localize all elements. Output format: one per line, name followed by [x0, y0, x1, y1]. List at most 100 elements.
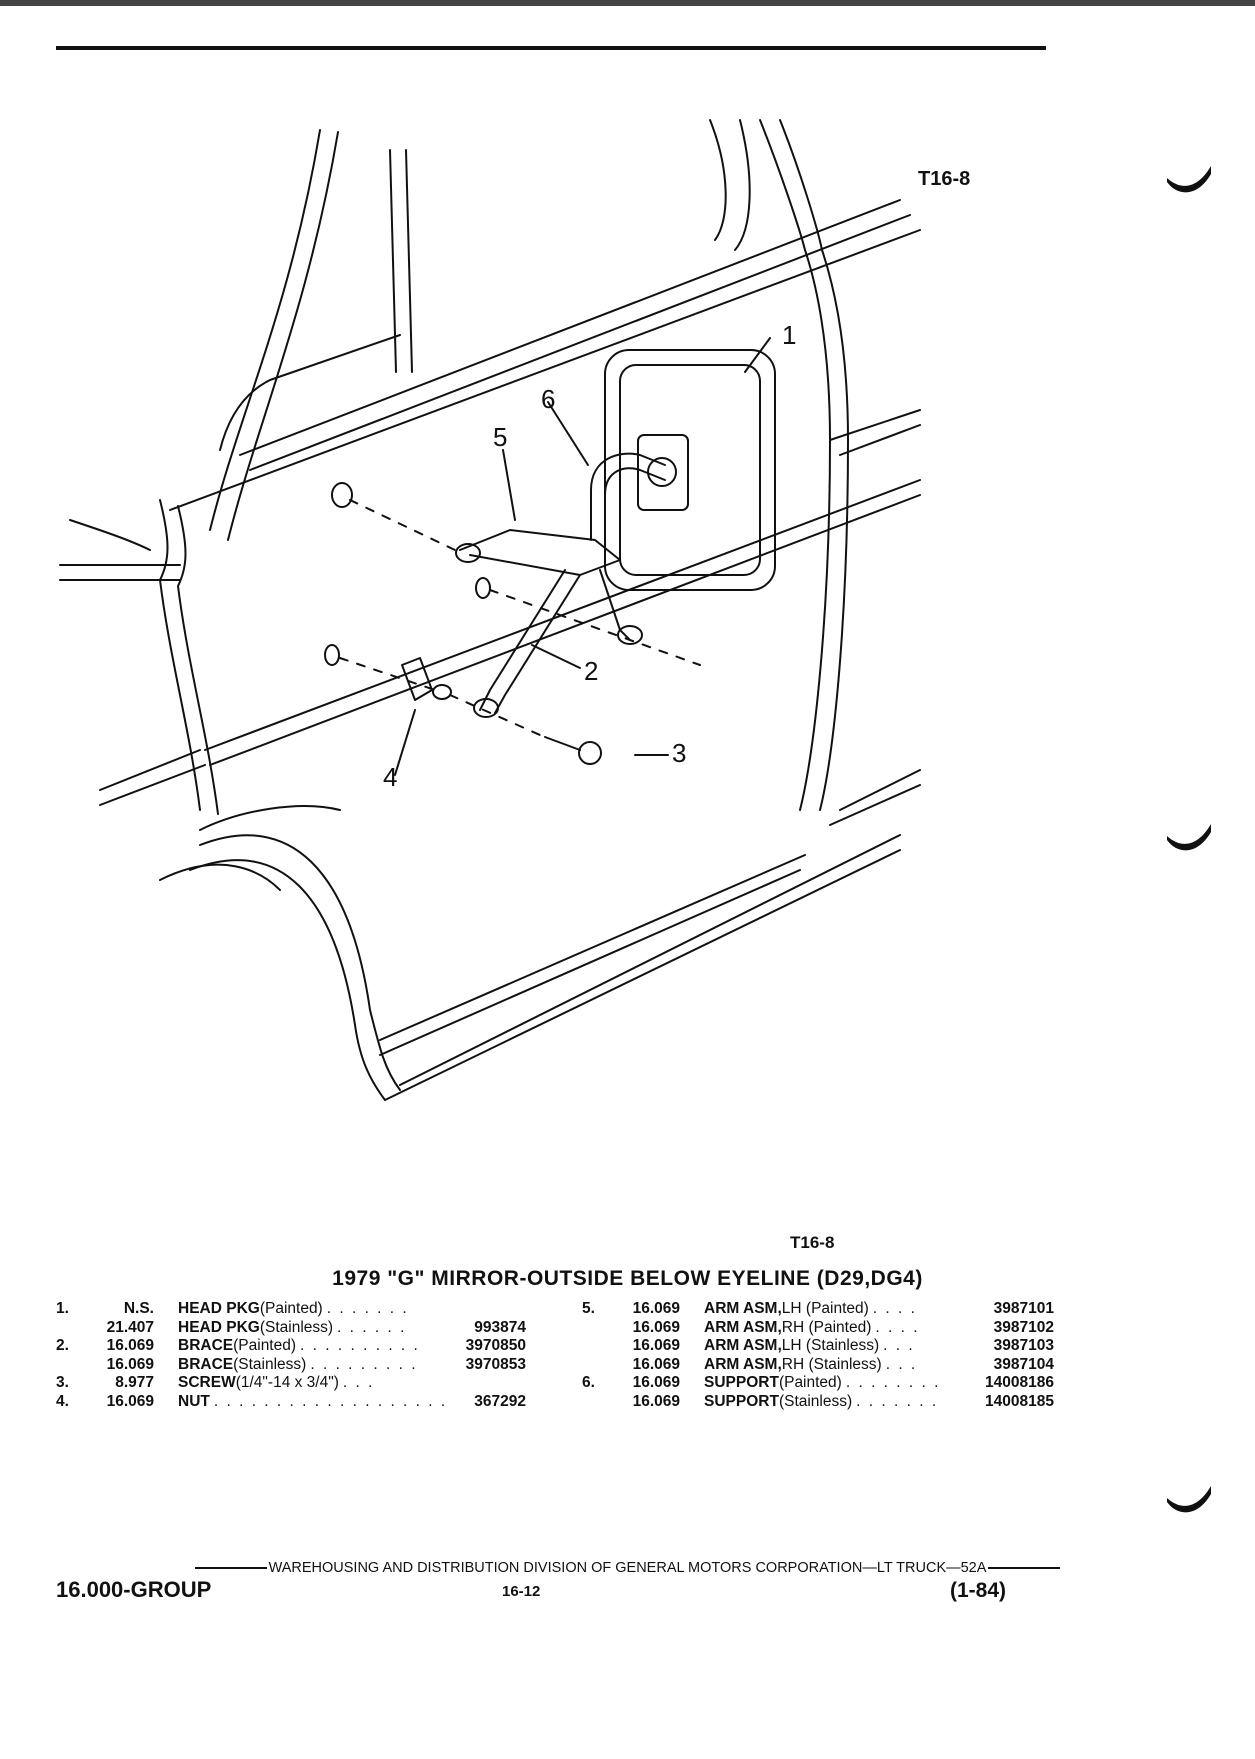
part-ref-number: 3. — [56, 1374, 69, 1392]
leader-dots: . . . . — [875, 1318, 920, 1336]
callout-2: 2 — [584, 656, 599, 686]
part-name: HEAD PKG — [178, 1318, 260, 1336]
window-frame-line — [405, 149, 413, 373]
part-ref-number: 5. — [582, 1300, 595, 1317]
rocker-line — [379, 854, 806, 1041]
part-name: BRACE — [178, 1355, 234, 1373]
part-ref-number: 2. — [56, 1337, 69, 1355]
rocker-line — [384, 849, 901, 1101]
part-group-number: 16.069 — [632, 1300, 680, 1317]
window-frame-line — [709, 119, 727, 241]
part-description: (Painted) — [233, 1337, 297, 1355]
part-group-number: 16.069 — [632, 1374, 680, 1392]
wheel-opening — [199, 834, 401, 1091]
part-name: SCREW — [178, 1374, 236, 1392]
mirror-mount-plate — [637, 434, 689, 511]
figure-id-bottom: T16-8 — [790, 1233, 835, 1252]
wheel-opening — [159, 863, 281, 891]
window-frame-line — [734, 119, 751, 251]
part-name: NUT — [178, 1392, 210, 1410]
door-front-edge — [177, 505, 219, 815]
callout-4: 4 — [383, 762, 398, 792]
belt-line — [239, 199, 901, 456]
lower-body-line — [99, 764, 206, 806]
part-number: 993874 — [474, 1318, 526, 1336]
part-group-number: 8.977 — [115, 1374, 154, 1392]
arm-assembly — [599, 569, 631, 641]
exploded-view-diagram — [59, 119, 921, 1101]
part-ref-number: 4. — [56, 1392, 69, 1410]
body-side-line — [209, 494, 921, 766]
group-number: 16.000-GROUP — [56, 1577, 212, 1602]
door-front-edge — [159, 499, 201, 811]
leader-dots: . . . . . . . . . . — [300, 1337, 420, 1355]
leader-dots: . . . . . . — [337, 1318, 407, 1336]
lower-body-line — [839, 769, 921, 811]
revision-date: (1-84) — [950, 1579, 1007, 1602]
part-number: 3970853 — [465, 1355, 526, 1373]
part-group-number: 21.407 — [106, 1318, 154, 1336]
arm-assembly — [459, 529, 621, 576]
window-lower-frame — [219, 334, 401, 451]
part-description: (Stainless) — [233, 1355, 307, 1373]
door-rear-edge — [759, 119, 831, 811]
part-number — [448, 1374, 526, 1393]
part-description: (Painted) — [778, 1374, 842, 1392]
part-ref-number — [56, 1319, 84, 1338]
header-rule — [56, 46, 1046, 50]
lower-body-line — [199, 805, 341, 831]
nut-part — [401, 657, 433, 701]
rocker-line — [399, 834, 901, 1086]
binder-mark — [1167, 1486, 1211, 1513]
part-ref-number — [582, 1319, 610, 1338]
leader-dots: . . . . . . . — [326, 1300, 409, 1317]
lower-body-line — [99, 749, 201, 791]
mirror-head — [604, 349, 776, 591]
part-number: 14008185 — [985, 1392, 1054, 1410]
part-group-number: 16.069 — [106, 1337, 154, 1355]
body-side-line — [839, 424, 921, 456]
page-number: 16-12 — [502, 1583, 541, 1600]
part-group-number: 16.069 — [632, 1318, 680, 1336]
rocker-line — [379, 869, 801, 1056]
part-description: (1/4"-14 x 3/4") — [235, 1374, 339, 1392]
part-number: 14008186 — [985, 1374, 1054, 1392]
screw-part — [544, 736, 581, 751]
part-number: 3987102 — [993, 1318, 1054, 1336]
door-frame-line — [209, 129, 321, 531]
footer-dash — [988, 1567, 1061, 1570]
support-arm — [604, 467, 666, 541]
part-number: 3987104 — [993, 1355, 1054, 1373]
part-number: 367292 — [474, 1392, 526, 1410]
lower-body-line — [829, 784, 921, 826]
part-name: HEAD PKG — [178, 1300, 260, 1317]
door-frame-line — [227, 131, 339, 541]
part-group-number: 16.069 — [632, 1337, 680, 1355]
part-ref-number — [582, 1337, 610, 1356]
binder-mark — [1167, 824, 1211, 851]
binder-mark — [1167, 166, 1211, 193]
part-number: 3987103 — [993, 1337, 1054, 1355]
scan-top-edge — [0, 0, 1255, 6]
callout-1: 1 — [782, 320, 797, 350]
part-name: ARM ASM, — [704, 1337, 782, 1355]
footer-dash — [194, 1567, 267, 1570]
support-arm — [590, 452, 666, 541]
part-ref-number: 1. — [56, 1300, 69, 1317]
part-ref-number: 6. — [582, 1374, 595, 1392]
belt-line — [169, 229, 921, 511]
part-number — [448, 1300, 526, 1319]
window-frame-line — [389, 149, 397, 373]
part-group-number: N.S. — [123, 1300, 154, 1317]
part-name: SUPPORT — [704, 1392, 779, 1410]
parts-row: 1.N.S.HEAD PKG (Painted) . . . . . . . — [56, 1300, 526, 1319]
